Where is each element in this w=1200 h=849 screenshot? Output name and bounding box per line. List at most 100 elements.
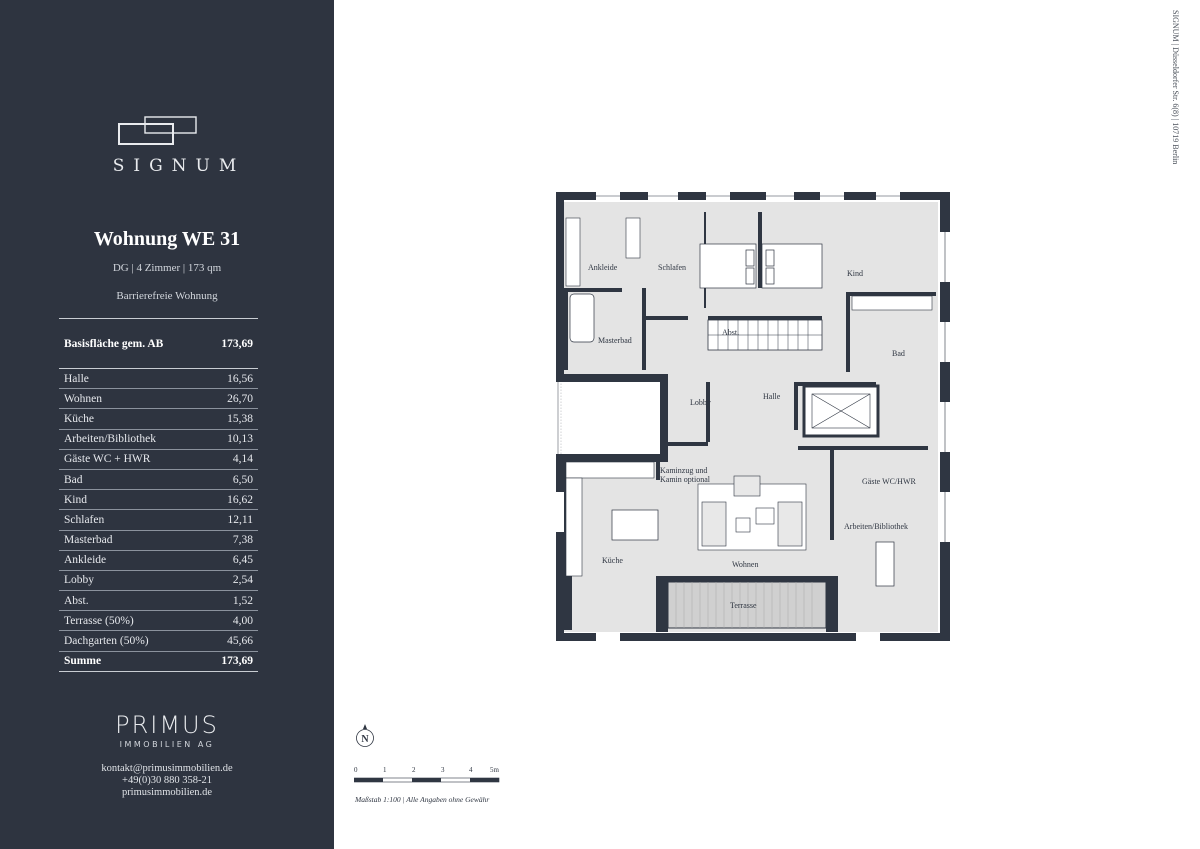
wardrobes <box>565 217 933 311</box>
agency-logo: PRIMUS <box>115 711 219 739</box>
unit-subtitle: DG | 4 Zimmer | 173 qm <box>112 262 222 274</box>
north-label: N <box>361 734 369 745</box>
area-value: 6,45 <box>232 554 253 567</box>
area-label: Bad <box>64 473 83 486</box>
area-label: Ankleide <box>64 554 107 567</box>
area-value: 7,38 <box>232 534 253 547</box>
area-label: Abst. <box>64 594 89 607</box>
area-value: 45,66 <box>227 635 253 648</box>
area-row-abst: Abst. 1,52 <box>59 591 258 612</box>
desk <box>875 541 895 587</box>
scale-tick: 4 <box>469 766 473 774</box>
contact-block: kontakt@primusimmobilien.de +49(0)30 880… <box>0 763 334 799</box>
room-label-kueche: Küche <box>602 556 623 565</box>
room-label-arbeiten: Arbeiten/Bibliothek <box>844 522 908 531</box>
area-value: 15,38 <box>227 412 253 425</box>
area-row-terrasse: Terrasse (50%) 4,00 <box>59 611 258 632</box>
area-value: 4,14 <box>232 453 253 466</box>
area-label: Masterbad <box>64 534 113 547</box>
floor-plan: Ankleide Schlafen Kind Abst. Masterbad B… <box>556 192 950 641</box>
area-value: 6,50 <box>232 473 253 486</box>
area-value: 1,52 <box>232 594 253 607</box>
area-label: Kind <box>64 493 87 506</box>
area-row-bad: Bad 6,50 <box>59 470 258 491</box>
room-label-kamin-1: Kaminzug und <box>660 466 707 475</box>
area-row-halle: Halle 16,56 <box>59 369 258 390</box>
area-value: 2,54 <box>232 574 253 587</box>
kitchen-counter <box>565 461 655 479</box>
scale-tick: 1 <box>383 766 387 774</box>
room-label-gaeste-wc: Gäste WC/HWR <box>862 477 917 486</box>
area-label: Dachgarten (50%) <box>64 635 149 648</box>
contact-email[interactable]: kontakt@primusimmobilien.de <box>101 763 233 774</box>
entrance-arrow-icon <box>660 418 668 430</box>
area-value: 12,11 <box>227 513 253 526</box>
floor-plan-drawing: Ankleide Schlafen Kind Abst. Masterbad B… <box>556 192 950 641</box>
bathtub <box>569 293 595 343</box>
area-row-gaeste-wc: Gäste WC + HWR 4,14 <box>59 450 258 470</box>
area-label: Wohnen <box>64 392 103 405</box>
room-label-lobby: Lobby <box>690 398 711 407</box>
scale-tick: 3 <box>441 766 445 774</box>
scale-tick: 2 <box>412 766 416 774</box>
sum-value: 173,69 <box>221 655 253 668</box>
area-label: Lobby <box>64 574 95 587</box>
room-label-masterbad: Masterbad <box>598 336 632 345</box>
stair-steps <box>708 320 822 350</box>
area-table: Basisfläche gem. AB 173,69 Halle 16,56 Wo… <box>59 318 258 672</box>
terrace <box>667 581 827 629</box>
area-row-kueche: Küche 15,38 <box>59 409 258 430</box>
area-row-dachgarten: Dachgarten (50%) 45,66 <box>59 631 258 652</box>
area-label: Arbeiten/Bibliothek <box>64 433 156 446</box>
area-value: 26,70 <box>227 392 253 405</box>
signum-logo-mark <box>118 116 197 145</box>
sum-label: Summe <box>64 655 102 668</box>
room-label-kind: Kind <box>847 269 863 278</box>
sidebar: SIGNUM Wohnung WE 31 DG | 4 Zimmer | 173… <box>0 0 334 849</box>
base-area-label: Basisfläche gem. AB <box>64 337 164 350</box>
area-value: 4,00 <box>232 614 253 627</box>
unit-title: Wohnung WE 31 <box>93 228 241 250</box>
area-label: Halle <box>64 372 89 385</box>
terrace-boards <box>675 582 813 628</box>
area-label: Terrasse (50%) <box>64 614 134 627</box>
area-value: 16,56 <box>227 372 253 385</box>
room-label-schlafen: Schlafen <box>658 263 686 272</box>
area-row-lobby: Lobby 2,54 <box>59 571 258 592</box>
dining-table <box>611 509 659 541</box>
window-glass <box>596 195 946 542</box>
room-label-abst: Abst. <box>722 328 739 337</box>
area-row-masterbad: Masterbad 7,38 <box>59 531 258 551</box>
scale-tick: 5m <box>490 766 499 774</box>
scale-ticks: 0 1 2 3 4 5m <box>354 766 504 776</box>
area-value: 16,62 <box>227 493 253 506</box>
unit-note: Barrierefreie Wohnung <box>116 290 218 302</box>
area-sum-row: Summe 173,69 <box>59 652 258 672</box>
brand-name: SIGNUM <box>112 156 246 176</box>
area-row-ankleide: Ankleide 6,45 <box>59 551 258 571</box>
area-label: Küche <box>64 412 95 425</box>
base-area-value: 173,69 <box>221 337 253 350</box>
room-label-terrasse: Terrasse <box>730 601 757 610</box>
contact-phone[interactable]: +49(0)30 880 358-21 <box>122 775 212 786</box>
scale-note: Maßstab 1:100 | Alle Angaben ohne Gewähr <box>355 795 490 804</box>
room-label-halle: Halle <box>763 392 781 401</box>
beds <box>699 243 823 289</box>
area-row-wohnen: Wohnen 26,70 <box>59 389 258 410</box>
area-label: Gäste WC + HWR <box>64 453 151 466</box>
scale-bar <box>354 777 500 783</box>
area-label: Schlafen <box>64 513 105 526</box>
room-label-bad: Bad <box>892 349 905 358</box>
room-label-ankleide: Ankleide <box>588 263 618 272</box>
scale-tick: 0 <box>354 766 358 774</box>
area-rows: Halle 16,56 Wohnen 26,70 Küche 15,38 Arbeit… <box>59 369 258 652</box>
area-row-kind: Kind 16,62 <box>59 490 258 511</box>
building-address: SIGNUM | Düsseldorfer Str. 6(8) | 10719 … <box>1171 10 1180 165</box>
base-area-row: Basisfläche gem. AB 173,69 <box>59 319 258 369</box>
agency-logo-sub: IMMOBILIEN AG <box>119 740 215 749</box>
contact-website[interactable]: primusimmobilien.de <box>121 787 213 798</box>
north-arrow-icon: N <box>356 724 374 747</box>
room-label-kamin-2: Kamin optional <box>660 475 711 484</box>
area-row-schlafen: Schlafen 12,11 <box>59 510 258 531</box>
